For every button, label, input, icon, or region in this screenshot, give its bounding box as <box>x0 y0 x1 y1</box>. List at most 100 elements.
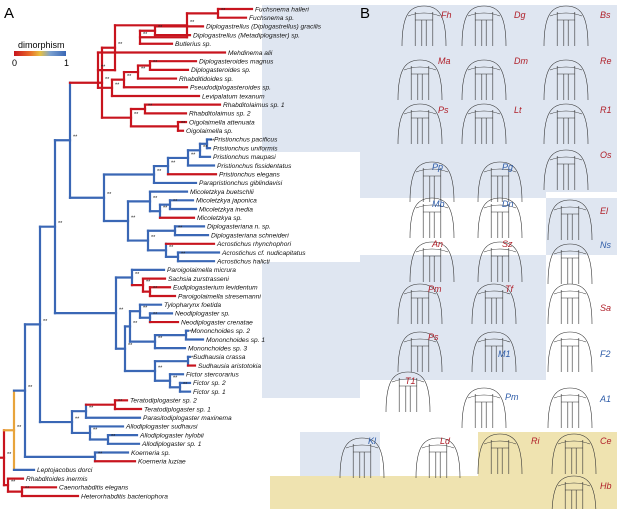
mouth-label: F2 <box>600 349 611 359</box>
mouth-drawing-tf <box>471 283 517 325</box>
support-marker: ** <box>173 375 178 381</box>
mouth-drawing-f2 <box>547 331 593 373</box>
taxon-label: Rhabditolaimus sp. 2 <box>189 111 251 118</box>
taxon-label: Mononchoides sp. 1 <box>206 337 265 344</box>
mouth-drawing-lt <box>461 103 507 145</box>
support-marker: ** <box>191 152 196 158</box>
taxon-label: Fuchsnema halleri <box>255 6 309 13</box>
support-marker: ** <box>111 434 116 440</box>
support-marker: ** <box>115 82 120 88</box>
support-marker: ** <box>141 67 146 73</box>
support-marker: ** <box>181 121 186 127</box>
legend-colorbar <box>14 51 66 56</box>
background-shading <box>262 5 617 509</box>
taxon-label: Rhabditoides inermis <box>26 476 88 483</box>
taxon-label: Pristionchus elegans <box>219 172 281 179</box>
mouth-label: M1 <box>498 349 511 359</box>
mouth-drawing-ri <box>477 433 523 475</box>
mouth-label: Bs <box>600 10 611 20</box>
support-marker: ** <box>11 480 16 486</box>
support-marker: ** <box>28 385 33 391</box>
mouth-label: El <box>600 206 609 216</box>
support-marker: ** <box>17 425 22 431</box>
support-marker: ** <box>93 427 98 433</box>
mouth-drawing-an <box>409 241 455 283</box>
mouth-drawing-ld <box>415 437 461 479</box>
support-marker: ** <box>189 330 194 336</box>
mouth-drawing-pp <box>409 161 455 203</box>
taxon-label: Leptojacobus dorci <box>37 467 93 474</box>
shade-top <box>262 5 617 198</box>
mouth-drawing-hb <box>551 475 597 509</box>
mouth-label: Mb <box>432 199 445 209</box>
taxon-label: Acrostichus rhynchophori <box>216 241 292 248</box>
mouth-drawing-t1 <box>385 371 431 413</box>
support-marker: ** <box>73 135 78 141</box>
mouth-drawing-pm <box>461 387 507 429</box>
support-marker: ** <box>181 251 186 257</box>
support-marker: ** <box>148 104 153 110</box>
mouth-drawing-r1 <box>543 103 589 145</box>
taxon-label: Pseudodiplogasteroides sp. <box>190 85 271 92</box>
support-marker: ** <box>153 196 158 202</box>
mouth-drawing-mb <box>409 197 455 239</box>
support-marker: ** <box>158 365 163 371</box>
mouth-label: Os <box>600 150 612 160</box>
taxon-label: Butlerius sp. <box>175 41 211 48</box>
support-marker: ** <box>210 138 215 144</box>
support-marker: ** <box>118 399 123 405</box>
mouth-label: Dm <box>514 56 528 66</box>
taxon-label: Oigolaimella attenuata <box>189 119 255 126</box>
mouth-label: Ri <box>531 436 540 446</box>
support-marker: ** <box>203 145 208 151</box>
taxon-label: Eudiplogasterium levidentum <box>173 285 258 292</box>
support-marker: ** <box>133 321 138 327</box>
shade-mid <box>262 198 617 398</box>
support-marker: ** <box>75 417 80 423</box>
taxon-label: Pristionchus maupasi <box>213 154 276 161</box>
mouth-label: Re <box>600 56 612 66</box>
support-marker: ** <box>169 245 174 251</box>
mouth-label: An <box>431 239 443 249</box>
support-marker: ** <box>157 169 162 175</box>
taxon-label: Neodiplogaster sp. <box>175 311 230 318</box>
mouth-drawing-el <box>547 199 593 241</box>
taxon-label: Koerneria sp. <box>131 450 170 457</box>
support-marker: ** <box>153 60 158 66</box>
mouth-label: Pg <box>502 162 513 172</box>
support-marker: ** <box>173 199 178 205</box>
mouth-label: Ns <box>600 240 611 250</box>
mouth-drawing-sa <box>547 283 593 325</box>
support-marker: ** <box>98 451 103 457</box>
taxon-label: Fictor sp. 2 <box>193 380 226 387</box>
support-marker: ** <box>131 215 136 221</box>
support-marker: ** <box>178 225 183 231</box>
support-marker: ** <box>151 235 156 241</box>
taxon-label: Micoletzkya japonica <box>196 198 257 205</box>
taxon-label: Koerneria luziae <box>138 459 186 466</box>
support-marker: ** <box>107 192 112 198</box>
mouth-label: Tf <box>505 284 514 294</box>
taxon-label: Acrostichus halicti <box>216 258 270 265</box>
mouth-label: Ma <box>438 56 451 66</box>
taxon-label: Mehdinema alii <box>228 50 273 57</box>
mouth-label: Ps <box>438 105 449 115</box>
support-marker: ** <box>43 319 48 325</box>
taxon-label: Fuchsnema sp. <box>249 15 294 22</box>
mouth-drawing-ma <box>397 59 443 101</box>
mouth-label: Hb <box>600 481 612 491</box>
mouth-label: R1 <box>600 105 612 115</box>
mouth-label: Fh <box>441 10 452 20</box>
mouth-label: Lt <box>514 105 522 115</box>
taxon-label: Tylopharynx foetida <box>164 302 221 309</box>
taxon-label: Teratodiplogaster sp. 1 <box>144 406 211 413</box>
mouth-drawing-dn <box>477 197 523 239</box>
support-marker: ** <box>143 306 148 312</box>
support-marker: ** <box>118 42 123 48</box>
phylogenetic-tree <box>0 7 254 498</box>
taxon-label: Heterorhabditis bacteriophora <box>81 493 168 500</box>
mouth-drawing-sz <box>477 241 523 283</box>
